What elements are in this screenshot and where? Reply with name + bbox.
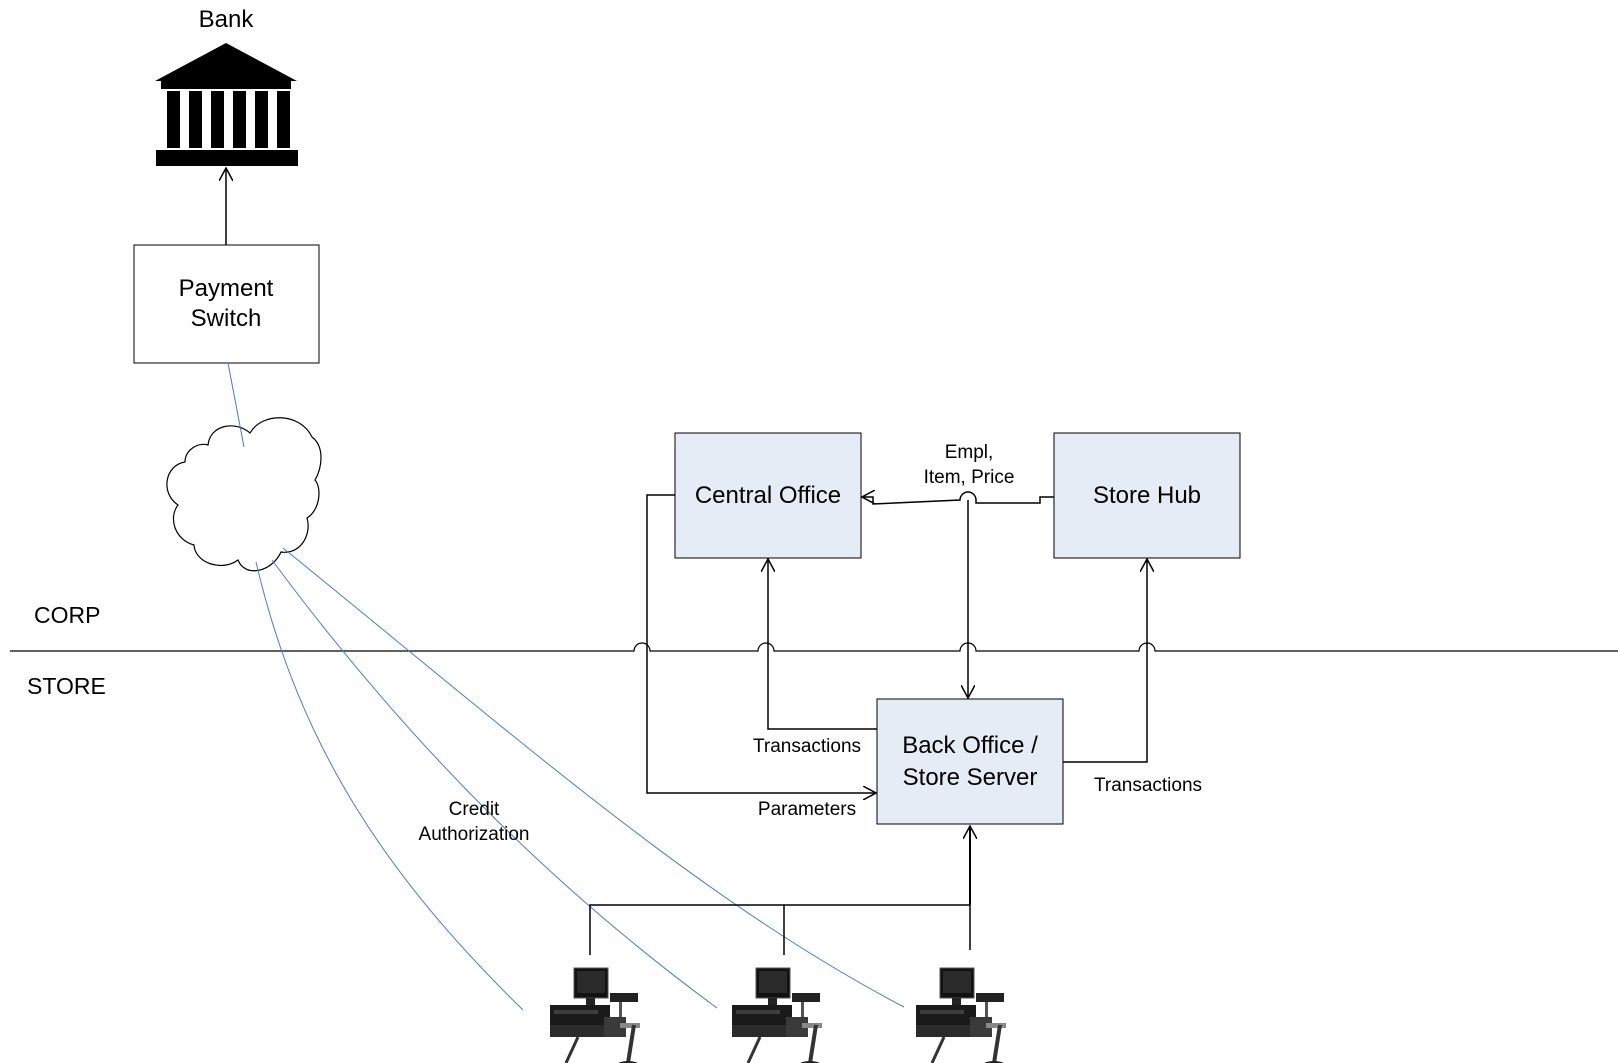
pos1-to-cloud-link bbox=[255, 561, 524, 1011]
pos-terminal-1 bbox=[550, 967, 640, 1063]
pos-terminal-icon bbox=[550, 967, 640, 1063]
hub-to-central-arrow bbox=[862, 492, 1054, 505]
credit-auth-label-line2: Authorization bbox=[419, 824, 530, 845]
backoffice-to-hub-label: Transactions bbox=[1094, 775, 1202, 796]
central-office-label: Central Office bbox=[695, 482, 841, 509]
zone-label-store: STORE bbox=[27, 673, 106, 699]
central-to-backoffice-label: Parameters bbox=[758, 799, 856, 820]
backoffice-to-hub-arrow bbox=[1063, 559, 1147, 763]
cloud-icon bbox=[166, 417, 322, 572]
pos-terminal-icon bbox=[916, 967, 1006, 1063]
zone-label-corp: CORP bbox=[34, 602, 100, 628]
hub-to-central-label: Empl, bbox=[945, 442, 994, 463]
backoffice-to-central-label: Transactions bbox=[753, 736, 861, 757]
pos-terminal-icon bbox=[732, 967, 822, 1063]
cloud-to-switch-link bbox=[227, 362, 245, 448]
payment-switch-label: Payment bbox=[179, 275, 274, 302]
pos-terminal-3 bbox=[916, 967, 1006, 1063]
back-office-box bbox=[876, 698, 1064, 825]
back-office-label: Back Office / bbox=[902, 732, 1038, 759]
pos2-to-cloud-link bbox=[271, 559, 718, 1009]
store-hub-box bbox=[1053, 432, 1241, 559]
store-hub-label: Store Hub bbox=[1093, 482, 1201, 509]
corp-store-divider bbox=[10, 642, 1618, 652]
payment-switch-box bbox=[133, 244, 320, 364]
bank-label: Bank bbox=[199, 6, 255, 33]
credit-auth-label: Credit bbox=[449, 799, 500, 820]
bank-building-icon bbox=[155, 43, 298, 166]
pos-bus bbox=[589, 904, 971, 955]
central-to-backoffice-arrow bbox=[646, 494, 876, 793]
payment-switch-label-line2: Switch bbox=[191, 305, 262, 332]
hub-to-central-label-line2: Item, Price bbox=[924, 467, 1015, 488]
backoffice-to-central-arrow bbox=[768, 559, 877, 730]
pos3-to-cloud-link bbox=[282, 547, 905, 1008]
pos-terminal-2 bbox=[732, 967, 822, 1063]
back-office-label-line2: Store Server bbox=[903, 764, 1038, 791]
